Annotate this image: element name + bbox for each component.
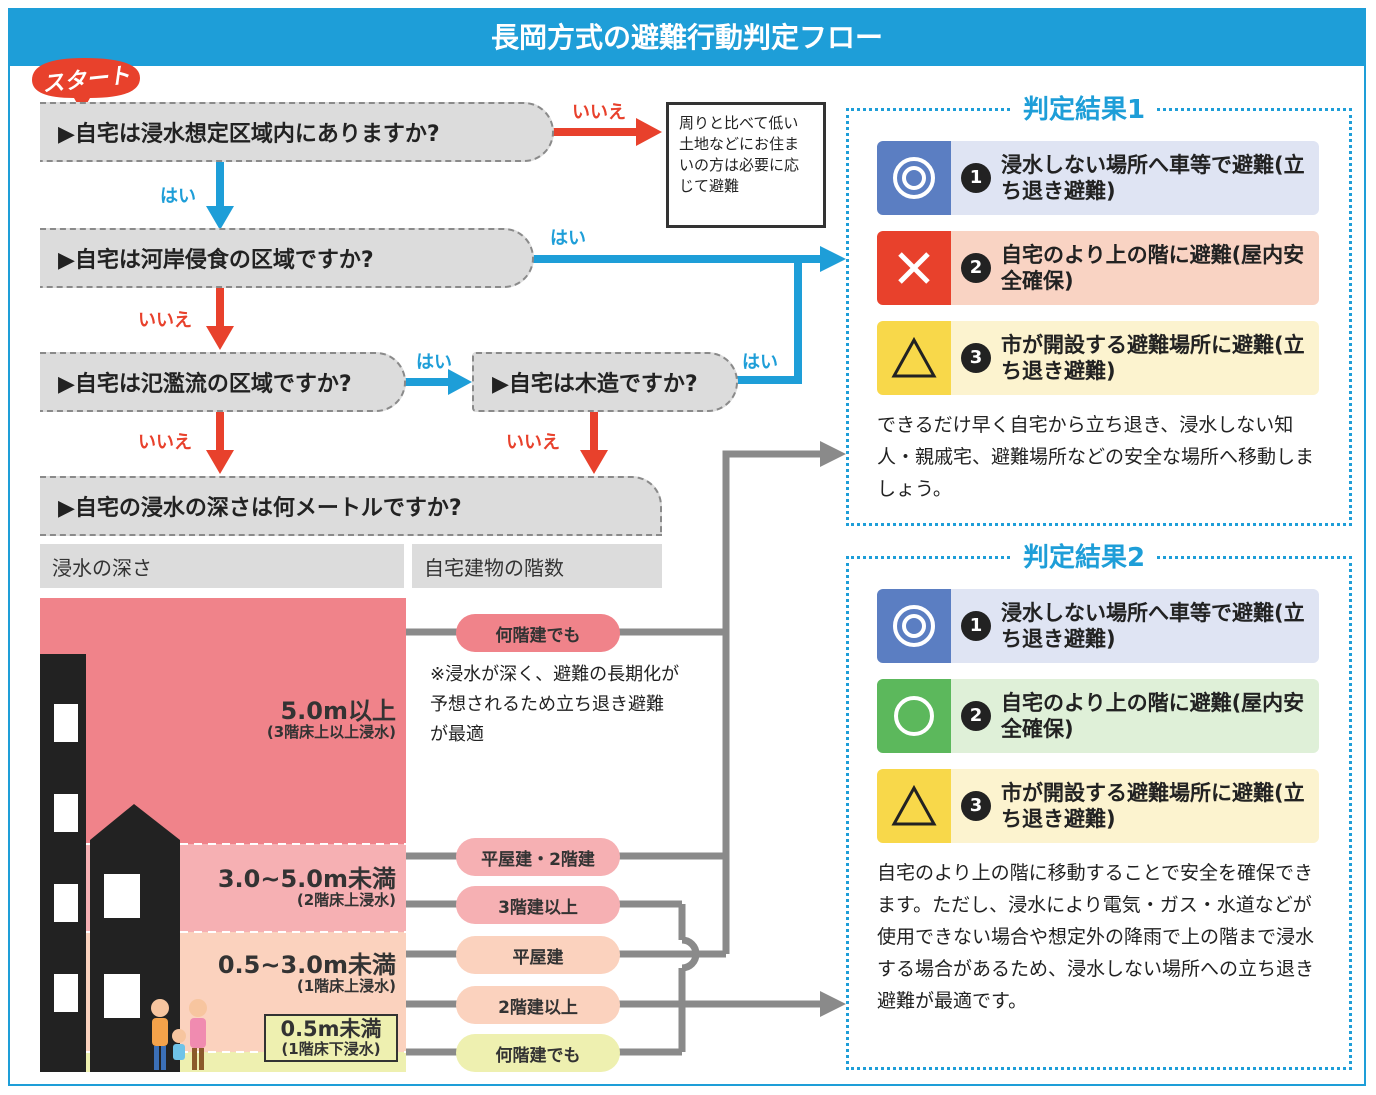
- zone-label-5m: 5.0m以上 (3階床上以上浸水): [210, 698, 396, 741]
- zone-label-0m-value: 0.5m未満: [280, 1017, 382, 1041]
- question-wooden: ▶自宅は木造ですか?: [472, 352, 738, 412]
- zone-label-05m-note: (1階床上浸水): [296, 977, 396, 996]
- result2-option-1-label: 浸水しない場所へ車等で避難(立ち退き避難): [1001, 600, 1305, 651]
- zone-label-3m-note: (2階床上浸水): [296, 891, 396, 910]
- arrow-to-result2: [820, 991, 846, 1017]
- number-1-icon: 1: [961, 163, 991, 193]
- zone-label-0m: 0.5m未満 (1階床下浸水): [264, 1014, 398, 1062]
- result1-option-1-label: 浸水しない場所へ車等で避難(立ち退き避難): [1001, 152, 1305, 203]
- zone-label-3m: 3.0~5.0m未満 (2階床上浸水): [190, 866, 396, 909]
- result1-option-3: 3 市が開設する避難場所に避難(立ち退き避難): [877, 321, 1319, 395]
- result1-description: できるだけ早く自宅から立ち退き、浸水しない知人・親戚宅、避難場所などの安全な場所…: [877, 414, 1315, 500]
- question-depth: ▶自宅の浸水の深さは何メートルですか?: [40, 476, 662, 536]
- label-q3-no: いいえ: [138, 432, 192, 453]
- triangle-icon: [877, 769, 951, 843]
- label-q4-yes: はい: [742, 352, 778, 373]
- zone-label-5m-value: 5.0m以上: [280, 697, 396, 725]
- arrow-q3-no: [206, 412, 234, 474]
- header-floors: 自宅建物の階数: [412, 544, 662, 588]
- number-3-icon: 3: [961, 343, 991, 373]
- number-1-icon: 1: [961, 611, 991, 641]
- number-3-icon: 3: [961, 791, 991, 821]
- zone-label-3m-value: 3.0~5.0m未満: [217, 865, 396, 893]
- arrow-q2-no: [206, 287, 234, 350]
- double-circle-icon: [877, 589, 951, 663]
- label-q3-yes: はい: [416, 352, 452, 373]
- number-2-icon: 2: [961, 253, 991, 283]
- arrow-to-result1: [820, 441, 846, 467]
- zone-label-05m: 0.5~3.0m未満 (1階床上浸水): [190, 952, 396, 995]
- label-q2-no: いいえ: [138, 310, 192, 331]
- result1-option-3-label: 市が開設する避難場所に避難(立ち退き避難): [1001, 332, 1305, 383]
- result2-option-1-text: 1 浸水しない場所へ車等で避難(立ち退き避難): [951, 589, 1319, 663]
- question-erosion: ▶自宅は河岸侵食の区域ですか?: [40, 228, 534, 288]
- label-q1-yes: はい: [160, 186, 196, 207]
- arrow-q1-yes: [206, 162, 234, 230]
- pill-any-floors-5m: 何階建でも: [456, 614, 620, 652]
- triangle-icon: [877, 321, 951, 395]
- zone-label-05m-value: 0.5~3.0m未満: [217, 951, 396, 979]
- result2-option-2-label: 自宅のより上の階に避難(屋内安全確保): [1001, 690, 1305, 741]
- circle-icon: [877, 679, 951, 753]
- label-q4-no: いいえ: [506, 432, 560, 453]
- zone-label-0m-note: (1階床下浸水): [281, 1040, 381, 1059]
- cross-icon: [877, 231, 951, 305]
- double-circle-icon: [877, 141, 951, 215]
- result2-option-3: 3 市が開設する避難場所に避難(立ち退き避難): [877, 769, 1319, 843]
- arrow-q4-no: [580, 412, 608, 474]
- result2-box: 判定結果2 1 浸水しない場所へ車等で避難(立ち退き避難) 2 自宅のより上の階…: [846, 537, 1352, 1070]
- page-title: 長岡方式の避難行動判定フロー: [10, 10, 1364, 66]
- header-depth: 浸水の深さ: [40, 544, 404, 588]
- result1-option-3-text: 3 市が開設する避難場所に避難(立ち退き避難): [951, 321, 1319, 395]
- result2-option-3-label: 市が開設する避難場所に避難(立ち退き避難): [1001, 780, 1305, 831]
- zone-label-5m-note: (3階床上以上浸水): [266, 723, 396, 742]
- result1-option-2-text: 2 自宅のより上の階に避難(屋内安全確保): [951, 231, 1319, 305]
- start-badge: スタート: [24, 52, 146, 112]
- pill-1-2-floors: 平屋建・2階建: [456, 838, 620, 876]
- pill-1-floor: 平屋建: [456, 936, 620, 974]
- result2-option-3-text: 3 市が開設する避難場所に避難(立ち退き避難): [951, 769, 1319, 843]
- result1-option-2-label: 自宅のより上の階に避難(屋内安全確保): [1001, 242, 1305, 293]
- pill-3plus-floors: 3階建以上: [456, 886, 620, 924]
- question-overflow: ▶自宅は氾濫流の区域ですか?: [40, 352, 406, 412]
- arrow-q1-no: [550, 118, 662, 146]
- result2-option-2-text: 2 自宅のより上の階に避難(屋内安全確保): [951, 679, 1319, 753]
- pill-2plus-floors: 2階建以上: [456, 986, 620, 1024]
- zone-5m: [40, 598, 406, 844]
- zone-note: ※浸水が深く、避難の長期化が予想されるため立ち退き避難が最適: [430, 664, 680, 745]
- result1-option-1: 1 浸水しない場所へ車等で避難(立ち退き避難): [877, 141, 1319, 215]
- label-q2-yes: はい: [550, 228, 586, 249]
- result1-option-2: 2 自宅のより上の階に避難(屋内安全確保): [877, 231, 1319, 305]
- result2-description: 自宅のより上の階に移動することで安全を確保できます。ただし、浸水により電気・ガス…: [877, 862, 1315, 1012]
- note-box: 周りと比べて低い土地などにお住まいの方は必要に応じて避難: [666, 102, 826, 228]
- flow-frame: 長岡方式の避難行動判定フロー: [8, 8, 1366, 1086]
- result1-title: 判定結果1: [1013, 89, 1156, 126]
- question-flood-zone: ▶自宅は浸水想定区域内にありますか?: [40, 102, 554, 162]
- arrow-q3-yes: [402, 369, 472, 395]
- label-q1-no: いいえ: [572, 102, 626, 123]
- result1-option-1-text: 1 浸水しない場所へ車等で避難(立ち退き避難): [951, 141, 1319, 215]
- number-2-icon: 2: [961, 701, 991, 731]
- result2-option-1: 1 浸水しない場所へ車等で避難(立ち退き避難): [877, 589, 1319, 663]
- result1-box: 判定結果1 1 浸水しない場所へ車等で避難(立ち退き避難) 2 自宅のより上の階…: [846, 89, 1352, 526]
- result2-title: 判定結果2: [1013, 537, 1156, 574]
- result2-option-2: 2 自宅のより上の階に避難(屋内安全確保): [877, 679, 1319, 753]
- arrow-q2-yes: [530, 246, 846, 384]
- family-illustration: [151, 999, 207, 1070]
- pill-any-floors-shallow: 何階建でも: [456, 1034, 620, 1072]
